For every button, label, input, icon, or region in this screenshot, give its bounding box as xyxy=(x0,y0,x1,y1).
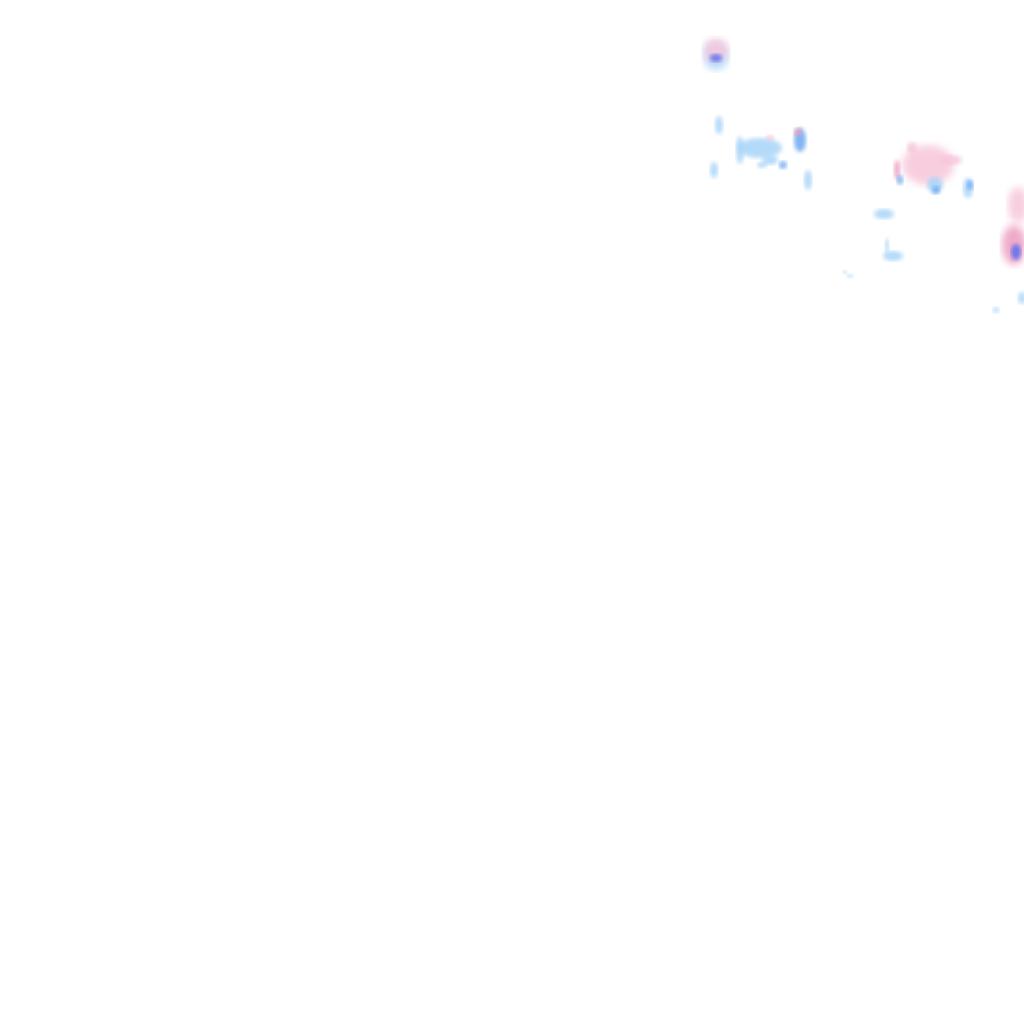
precipitation-cell xyxy=(715,116,723,134)
precipitation-cell xyxy=(1011,244,1021,260)
precipitation-cell xyxy=(938,155,962,165)
precipitation-cell xyxy=(804,170,812,190)
precipitation-cell xyxy=(710,54,722,62)
precipitation-cell xyxy=(710,162,718,178)
precipitation-cell xyxy=(794,128,802,136)
precipitation-cell xyxy=(1008,187,1024,223)
precipitation-cell xyxy=(874,209,894,219)
precipitation-cell xyxy=(1018,292,1024,304)
precipitation-cell xyxy=(932,186,940,194)
precipitation-cell xyxy=(1002,225,1024,265)
precipitation-cell xyxy=(885,238,889,254)
precipitation-cell xyxy=(736,136,744,164)
precipitation-cell xyxy=(779,161,787,169)
precipitation-cell xyxy=(897,175,903,185)
precipitation-cell xyxy=(843,270,847,274)
precipitation-cell xyxy=(993,307,999,313)
precipitation-cell xyxy=(883,251,903,261)
precipitation-cell xyxy=(847,274,853,278)
precipitation-cell xyxy=(762,155,778,165)
precipitation-cell xyxy=(757,162,767,168)
precipitation-cell xyxy=(902,145,954,185)
precipitation-cell xyxy=(766,135,774,141)
precipitation-cell xyxy=(967,180,973,190)
precipitation-cell xyxy=(907,142,917,154)
precipitation-cell xyxy=(738,138,782,158)
precipitation-cell xyxy=(894,160,900,180)
precipitation-cell xyxy=(704,38,728,62)
